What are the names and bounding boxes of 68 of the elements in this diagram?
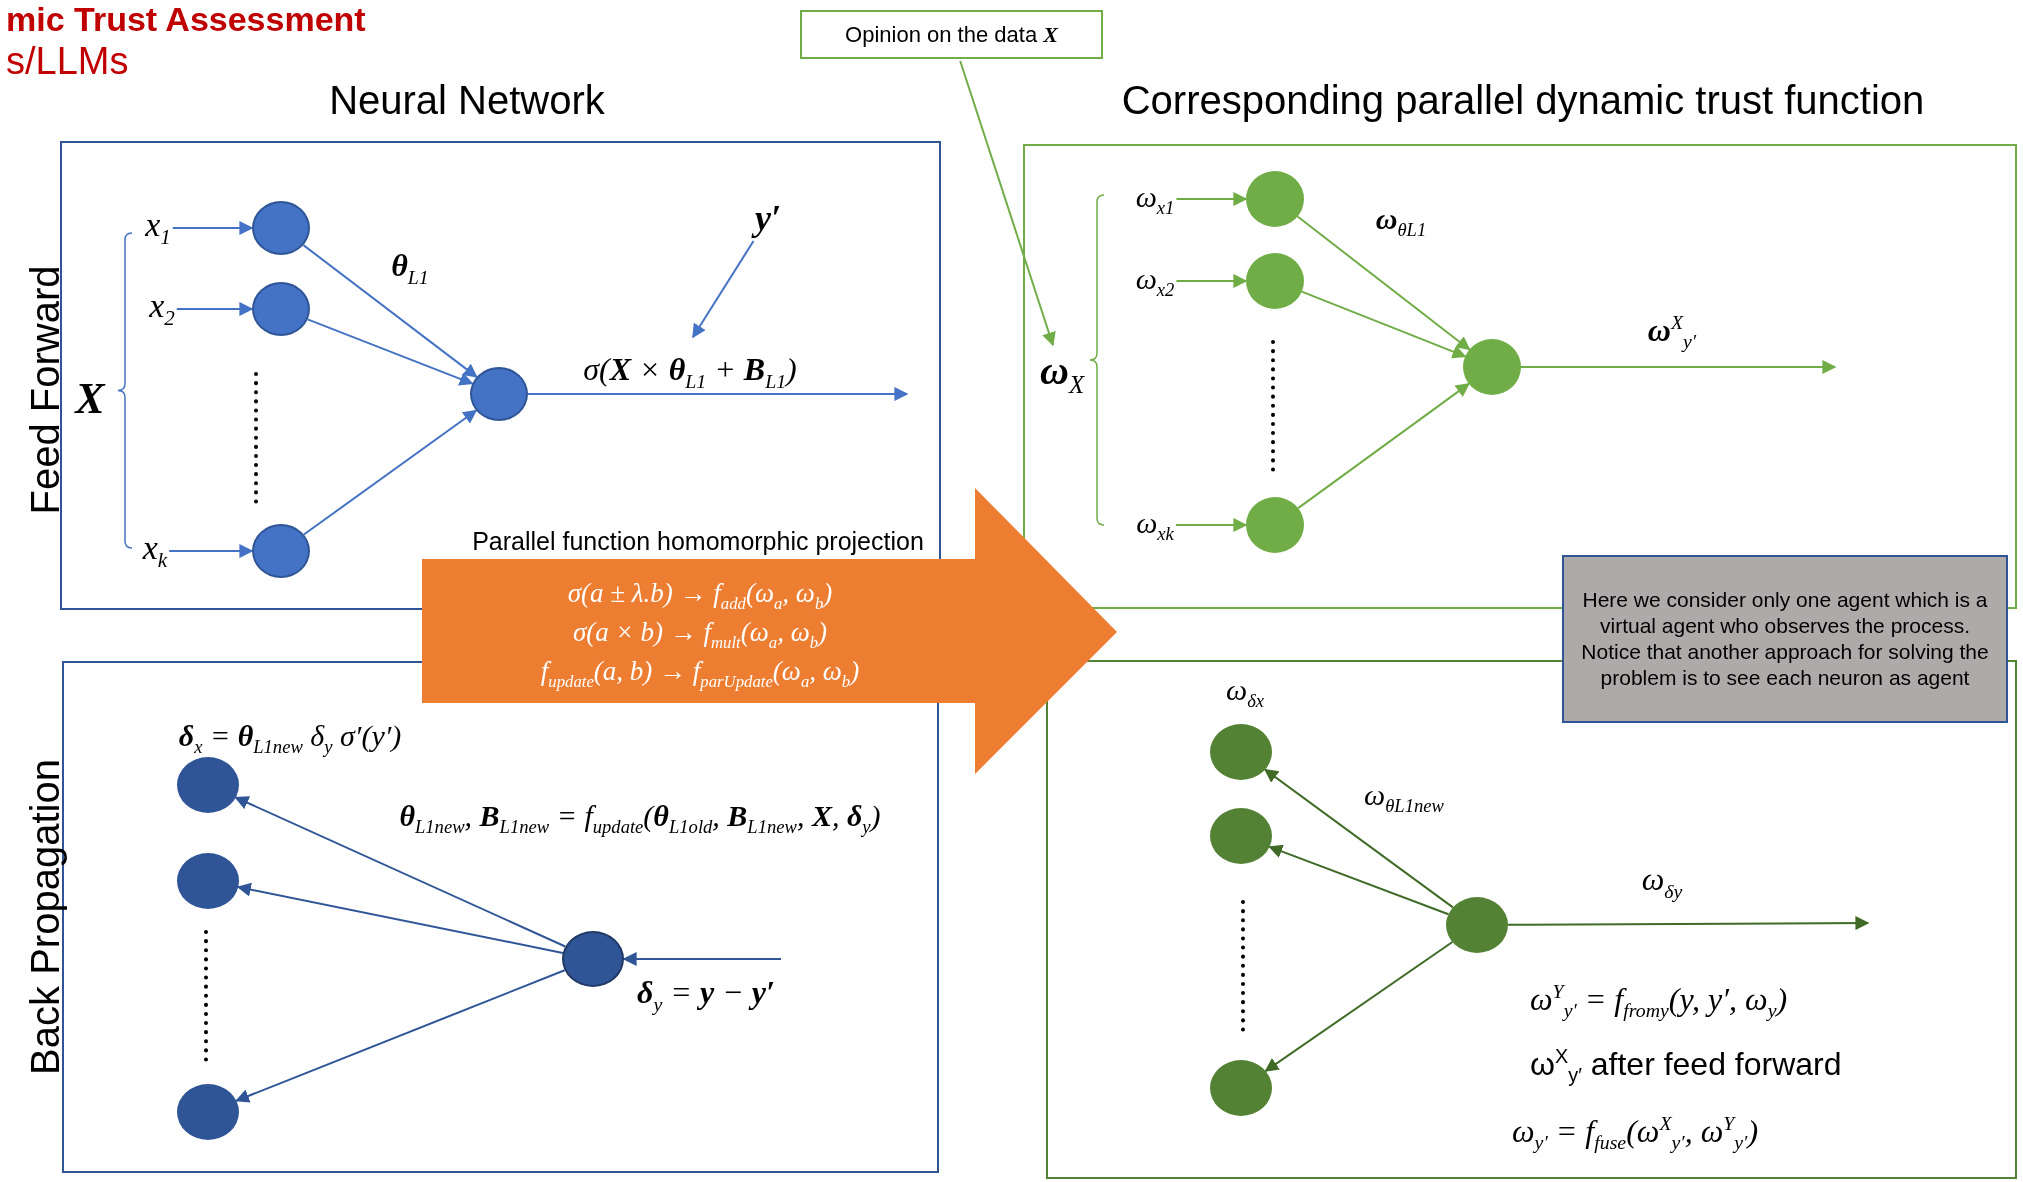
page-title: mic Trust Assessment (6, 0, 366, 39)
arrow (175, 302, 254, 316)
weight-label: θ$_{L1}$ (391, 247, 429, 289)
formula-text: δ$_{x}$ = θ$_{L1new}$ δ$_{y}$ σ′(y′) (178, 718, 402, 758)
neuron-circle (252, 524, 310, 578)
arrow (1264, 941, 1454, 1072)
formula-text: ω$^{X}$$_{y′}$ after feed forward (1530, 1045, 1842, 1088)
neuron-circle (252, 201, 310, 255)
neuron-circle (562, 931, 624, 987)
arrow (1263, 768, 1454, 909)
input-set-label: ω$_{X}$ (1039, 347, 1085, 399)
neuron-circle (1246, 253, 1304, 309)
arrow (622, 952, 782, 966)
neuron-circle (1446, 897, 1508, 953)
arrow (168, 544, 254, 558)
formula-text: f$_{update}$(a, b) → f$_{parUpdate}$(ω$_{a}$, ω$_{b}$) (540, 656, 860, 692)
neuron-circle (1246, 171, 1304, 227)
callout-box: Opinion on the data X (800, 10, 1103, 59)
formula-text: ω$_{δx}$ (1225, 672, 1265, 712)
arrow (302, 244, 478, 378)
neuron-circle (1210, 1060, 1272, 1116)
section-heading: Back Propagation (22, 759, 68, 1075)
arrow (306, 318, 474, 386)
neuron-circle (1463, 339, 1521, 395)
formula-text: σ(a × b) → f$_{mult}$(ω$_{a}$, ω$_{b}$) (572, 617, 828, 653)
arrow (236, 882, 564, 954)
arrow (1297, 382, 1470, 510)
input-label: ω$_{xk}$ (1136, 505, 1174, 545)
arrow (171, 221, 254, 235)
neuron-circle (177, 757, 239, 813)
input-label: ω$_{x1}$ (1135, 179, 1175, 219)
input-label: ω$_{x2}$ (1135, 261, 1175, 301)
neuron-circle (1246, 497, 1304, 553)
arrow (1520, 360, 1837, 374)
formula-text: σ(a ± λ.b) → f$_{add}$(ω$_{a}$, ω$_{b}$) (567, 578, 833, 614)
arrow (1300, 290, 1467, 359)
arrow (1174, 518, 1248, 532)
arrow (527, 387, 909, 401)
arrow (959, 60, 1056, 347)
neuron-circle (177, 1084, 239, 1140)
formula-text: ω$^{Y}$$_{y′}$ = f$_{fromy}$(y, y′, ω$_{y}$) (1530, 980, 1788, 1023)
input-label: x$_{2}$ (149, 287, 175, 331)
arrow (1268, 844, 1450, 916)
input-label: x$_{k}$ (142, 529, 168, 573)
weight-label: ω$_{θL1new}$ (1364, 777, 1444, 817)
neuron-circle (1210, 724, 1272, 780)
arrow (1175, 274, 1248, 288)
section-heading: Feed Forward (22, 265, 68, 515)
formula-text: θ$_{L1new}$, B$_{L1new}$ = f$_{update}$(θ$_{L1old}$, B$_{L1new}$, X, δ$_{y}$) (399, 798, 881, 838)
weight-label: ω$_{θL1}$ (1375, 201, 1427, 241)
arrow (235, 969, 566, 1103)
arrow (1507, 916, 1870, 931)
formula-text: ω$_{y′}$ = f$_{fuse}$(ω$^{X}$$_{y′}$, ω$^{Y}$$_{y′}$) (1512, 1112, 1759, 1155)
arrow (234, 796, 567, 948)
note-box: Here we consider only one agent which is a virtual agent who observes the process. Notice that another approach for solving the problem is to see each neuron as agent (1562, 555, 2008, 723)
section-title: Neural Network (329, 77, 605, 123)
neuron-circle (470, 367, 528, 421)
input-set-label: X (75, 372, 105, 424)
arrow (692, 240, 755, 339)
arrow (1175, 192, 1248, 206)
neuron-circle (177, 853, 239, 909)
neuron-circle (1210, 808, 1272, 864)
subtitle: s/LLMs (6, 40, 129, 83)
section-title: Corresponding parallel dynamic trust function (1121, 77, 1925, 123)
input-label: x$_{1}$ (145, 206, 171, 250)
neuron-circle (252, 282, 310, 336)
arrow (302, 409, 478, 536)
arrow (1296, 215, 1471, 351)
